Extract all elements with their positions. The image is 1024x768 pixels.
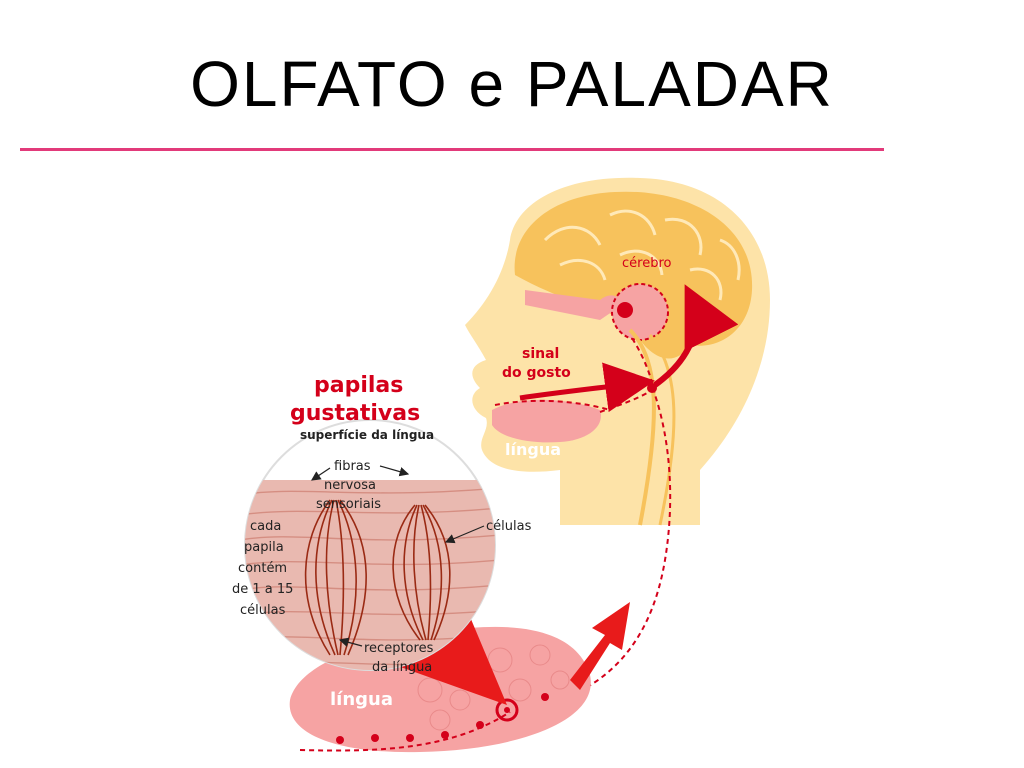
taste-bud-left (304, 499, 367, 656)
signal-node (647, 383, 657, 393)
fibers-label-line2: nervosa (324, 478, 376, 493)
taste-bud-right (392, 504, 451, 641)
papillae-label-line2: gustativas (290, 401, 420, 426)
receptors-label-line1: receptores (364, 641, 434, 656)
nasal-region (525, 290, 622, 320)
tongue-main-label: língua (330, 689, 393, 710)
zoom-point (495, 698, 519, 722)
signal-arrow (519, 362, 655, 413)
tongue-head-label: língua (505, 440, 561, 459)
signal-arrow-up (653, 284, 739, 388)
each-line-5: células (240, 603, 286, 618)
each-line-4: de 1 a 15 (232, 582, 293, 597)
each-line-1: cada (250, 519, 281, 534)
signal-label-line1: sinal (522, 346, 559, 362)
brain-label: cérebro (622, 256, 672, 271)
nerve-pathway-2 (599, 389, 653, 413)
fibers-label-line3: sensoriais (316, 497, 381, 512)
brain-folds (543, 209, 741, 301)
head-tongue (492, 399, 601, 443)
tongue-surface-label: superfície da língua (300, 428, 434, 442)
each-line-2: papila (244, 540, 284, 555)
fibers-arrow-right (379, 465, 410, 477)
each-papilla-note: cada papila contém de 1 a 15 células (232, 519, 293, 618)
each-line-3: contém (238, 561, 287, 576)
zoom-wedge (395, 612, 507, 705)
fibers-arrow-left (311, 467, 331, 481)
zoom-point-dot (504, 707, 510, 713)
receptors-arrow (338, 637, 363, 647)
signal-label-line2: do gosto (502, 365, 571, 381)
cells-arrow (444, 525, 485, 544)
cells-label: células (486, 519, 532, 534)
nerve-pathway (509, 334, 672, 713)
tongue-arrow (570, 602, 630, 690)
slide-title: OLFATO e PALADAR (190, 48, 834, 120)
tongue-nerve-nodes (336, 693, 549, 744)
papillae-label-line1: papilas (314, 373, 403, 398)
taste-center-dot (617, 302, 633, 318)
receptors-label-line2: da língua (372, 660, 432, 675)
fibers-label-line1: fibras (334, 459, 371, 474)
tongue-nerve (299, 711, 511, 752)
neck-nerve-2 (648, 334, 676, 526)
title-underline (20, 148, 884, 151)
